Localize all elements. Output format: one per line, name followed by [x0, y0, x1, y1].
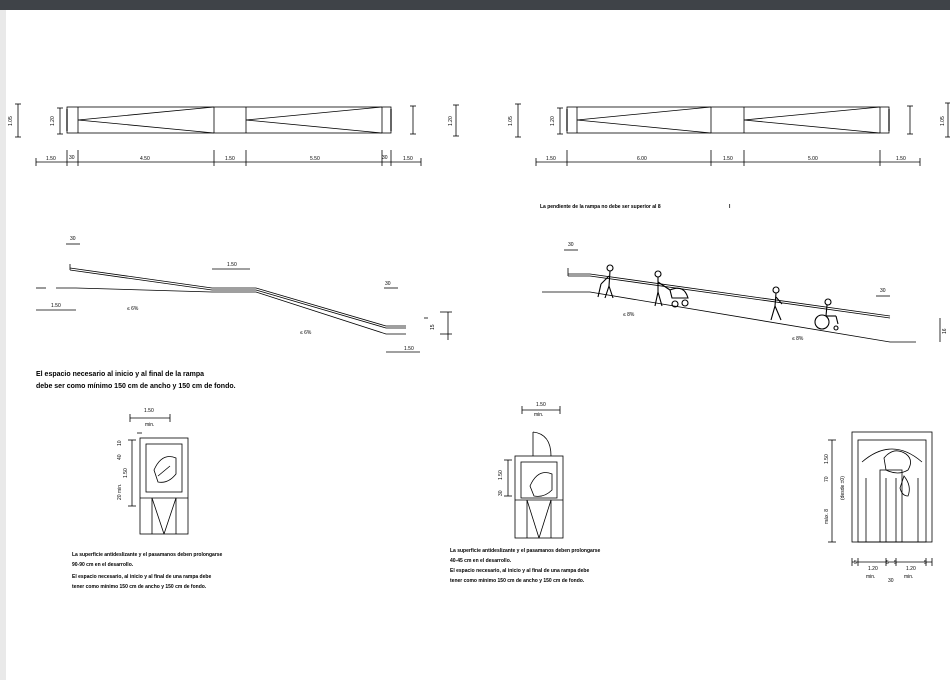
sheet-left-margin [0, 10, 6, 680]
detail3-bottom-dim-3: 5 [894, 560, 897, 566]
plan-right-dim-3: 5.00 [808, 156, 818, 162]
people-figures [597, 264, 839, 331]
detail1-note-line-1: La superficie antideslizante y el pasama… [72, 552, 223, 558]
plan-right-dim-2: 1.50 [723, 156, 733, 162]
plan-left-dim-5: 30 [382, 155, 388, 161]
plan-right-total-width: 1.05 [508, 116, 514, 126]
plan-right-right-width: 1.05 [940, 116, 946, 126]
detail3-drawing [828, 431, 933, 566]
plan-left-right-width: 1.20 [448, 116, 454, 126]
detail1-note-line-2: 90-90 cm en el desarrollo. [72, 562, 134, 568]
detail1-top-min: min. [145, 422, 154, 428]
section-left [36, 243, 452, 353]
detail3-side-dim-2: (desde ±0) [840, 476, 846, 500]
detail1-drawing [128, 414, 189, 535]
section-right-slope-1: ≤ 8% [623, 312, 635, 318]
detail2-note-line-4: tener como mínimo 150 cm de ancho y 150 … [450, 578, 585, 584]
plan-left-dim-3: 1.50 [225, 156, 235, 162]
detail2-top-dim: 1.50 [536, 402, 546, 408]
section-right-slope-2: ≤ 8% [792, 336, 804, 342]
detail2-note-line-2: 40-45 cm en el desarrollo. [450, 558, 512, 564]
section-right-top-dim: 30 [568, 242, 574, 248]
right-note-mark: I [729, 204, 731, 210]
section-left-top-dim: 30 [70, 236, 76, 242]
detail3-bottom-dim-4: 1.20 [906, 566, 916, 572]
plan-left-total-width: 1.05 [8, 116, 14, 126]
drawing-sheet[interactable] [6, 10, 950, 680]
plan-left-dim-1: 30 [69, 155, 75, 161]
plan-right-dim-0: 1.50 [546, 156, 556, 162]
detail3-bottom-dim-1: 1.20 [868, 566, 878, 572]
plan-right-dim-4: 1.50 [896, 156, 906, 162]
plan-left-dim-0: 1.50 [46, 156, 56, 162]
detail1-top-dim: 1.50 [144, 408, 154, 414]
detail1-side-dim-0: 10 [117, 440, 123, 446]
plan-right [515, 102, 950, 166]
plan-right-dim-1: 6.00 [637, 156, 647, 162]
section-left-slope-2: ≤ 6% [300, 330, 312, 336]
right-note: La pendiente de la rampa no debe ser sup… [540, 204, 661, 210]
detail2-drawing [504, 406, 564, 539]
section-left-slope-1: ≤ 6% [127, 306, 139, 312]
detail3-bottom-label-1: 30 [888, 578, 894, 584]
section-right-end-top: 30 [880, 288, 886, 294]
section-left-end-dim: 1.50 [404, 346, 414, 352]
main-note-line-2: debe ser como mínimo 150 cm de ancho y 1… [36, 383, 236, 390]
detail1-note-line-3: El espacio necesario, al inicio y al fin… [72, 574, 211, 580]
section-right-height-dim: 16 [942, 328, 948, 334]
detail2-note-line-1: La superficie antideslizante y el pasama… [450, 548, 601, 554]
plan-left-dim-6: 1.50 [403, 156, 413, 162]
detail3-side-dim-0: 1.50 [824, 454, 830, 464]
plan-right-inner-width: 1.20 [550, 116, 556, 126]
plan-left [15, 103, 459, 166]
detail1-side-dim-3: 20 min. [117, 484, 123, 500]
detail3-bottom-dim-2: 5 [886, 560, 889, 566]
detail2-note-line-3: El espacio necesario, al inicio y al fin… [450, 568, 589, 574]
detail3-bottom-label-2: min. [904, 574, 913, 580]
section-left-start-dim: 1.50 [51, 303, 61, 309]
detail1-side-dim-1: 40 [117, 454, 123, 460]
section-right [542, 249, 941, 343]
detail1-note-line-4: tener como mínimo 150 cm de ancho y 150 … [72, 584, 207, 590]
plan-left-inner-width: 1.20 [50, 116, 56, 126]
plan-left-dim-4: 5.50 [310, 156, 320, 162]
section-left-end-top: 30 [385, 281, 391, 287]
detail2-top-min: min. [534, 412, 543, 418]
plan-left-dim-2: 4.50 [140, 156, 150, 162]
detail3-bottom-dim-5: 5 [924, 560, 927, 566]
detail1-side-dim-2: 1.50 [123, 468, 129, 478]
window-top-bar [0, 0, 950, 10]
main-note-line-1: El espacio necesario al inicio y al fina… [36, 371, 204, 378]
detail3-bottom-label-0: min. [866, 574, 875, 580]
detail3-side-dim-3: máx. 8 [824, 509, 830, 524]
detail3-side-dim-1: 70 [824, 476, 830, 482]
section-left-height-dim: 15 [430, 324, 436, 330]
section-left-landing-dim: 1.50 [227, 262, 237, 268]
detail2-side-dim-1: 30 [498, 490, 504, 496]
detail2-side-dim-0: 1.50 [498, 470, 504, 480]
detail3-bottom-dim-0: 5 [854, 560, 857, 566]
